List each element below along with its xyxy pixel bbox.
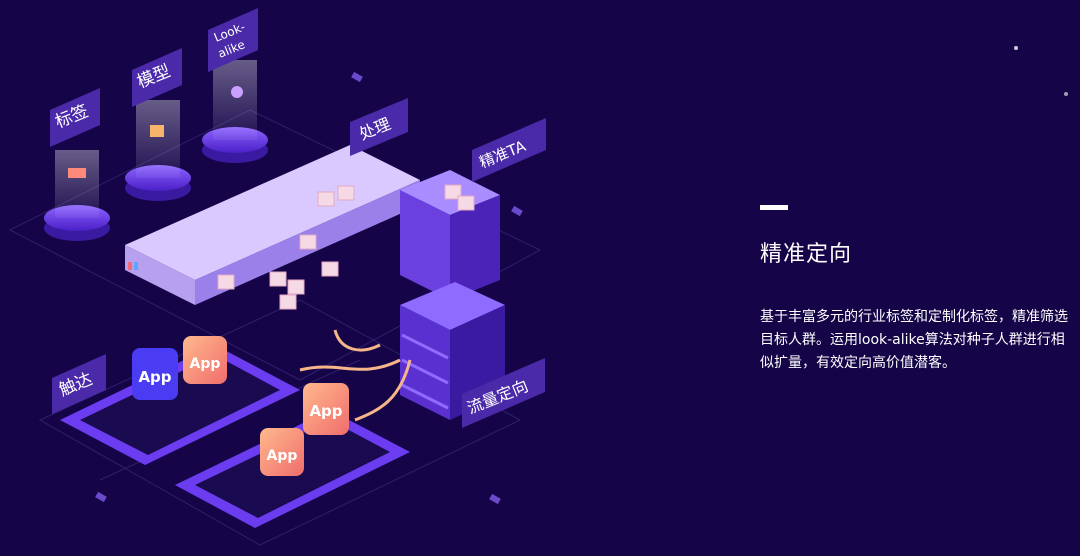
app-badge-label: App (309, 402, 342, 420)
pedestal-tag (44, 150, 110, 241)
app-badge: App (183, 336, 227, 384)
pedestal-lookalike (202, 60, 268, 163)
app-badge: App (303, 383, 349, 435)
phone-left (60, 345, 300, 465)
panel-title: 精准定向 (760, 242, 853, 267)
app-badge-label: App (267, 448, 298, 464)
app-badge-label: App (190, 356, 221, 372)
sparkles (95, 46, 1068, 505)
feature-panel: 精准定向 基于丰富多元的行业标签和定制化标签，精准筛选目标人群。运用look-a… (760, 205, 1070, 375)
server-tower (400, 170, 505, 420)
label-model: 模型 (132, 48, 182, 107)
app-badge-label: App (138, 368, 171, 386)
cables (299, 329, 412, 422)
app-badge: App (260, 428, 304, 476)
app-badge: App (132, 348, 178, 400)
label-tag: 标签 (50, 88, 100, 147)
title-accent-bar (760, 205, 788, 210)
label-process: 处理 (350, 98, 408, 156)
label-traffic: 流量定向 (462, 358, 545, 428)
panel-description: 基于丰富多元的行业标签和定制化标签，精准筛选目标人群。运用look-alike算… (760, 309, 1068, 371)
pedestal-model (125, 100, 191, 201)
label-precise-ta: 精准TA (472, 118, 546, 182)
label-reach: 触达 (52, 354, 106, 414)
cargo-boxes (217, 184, 475, 310)
